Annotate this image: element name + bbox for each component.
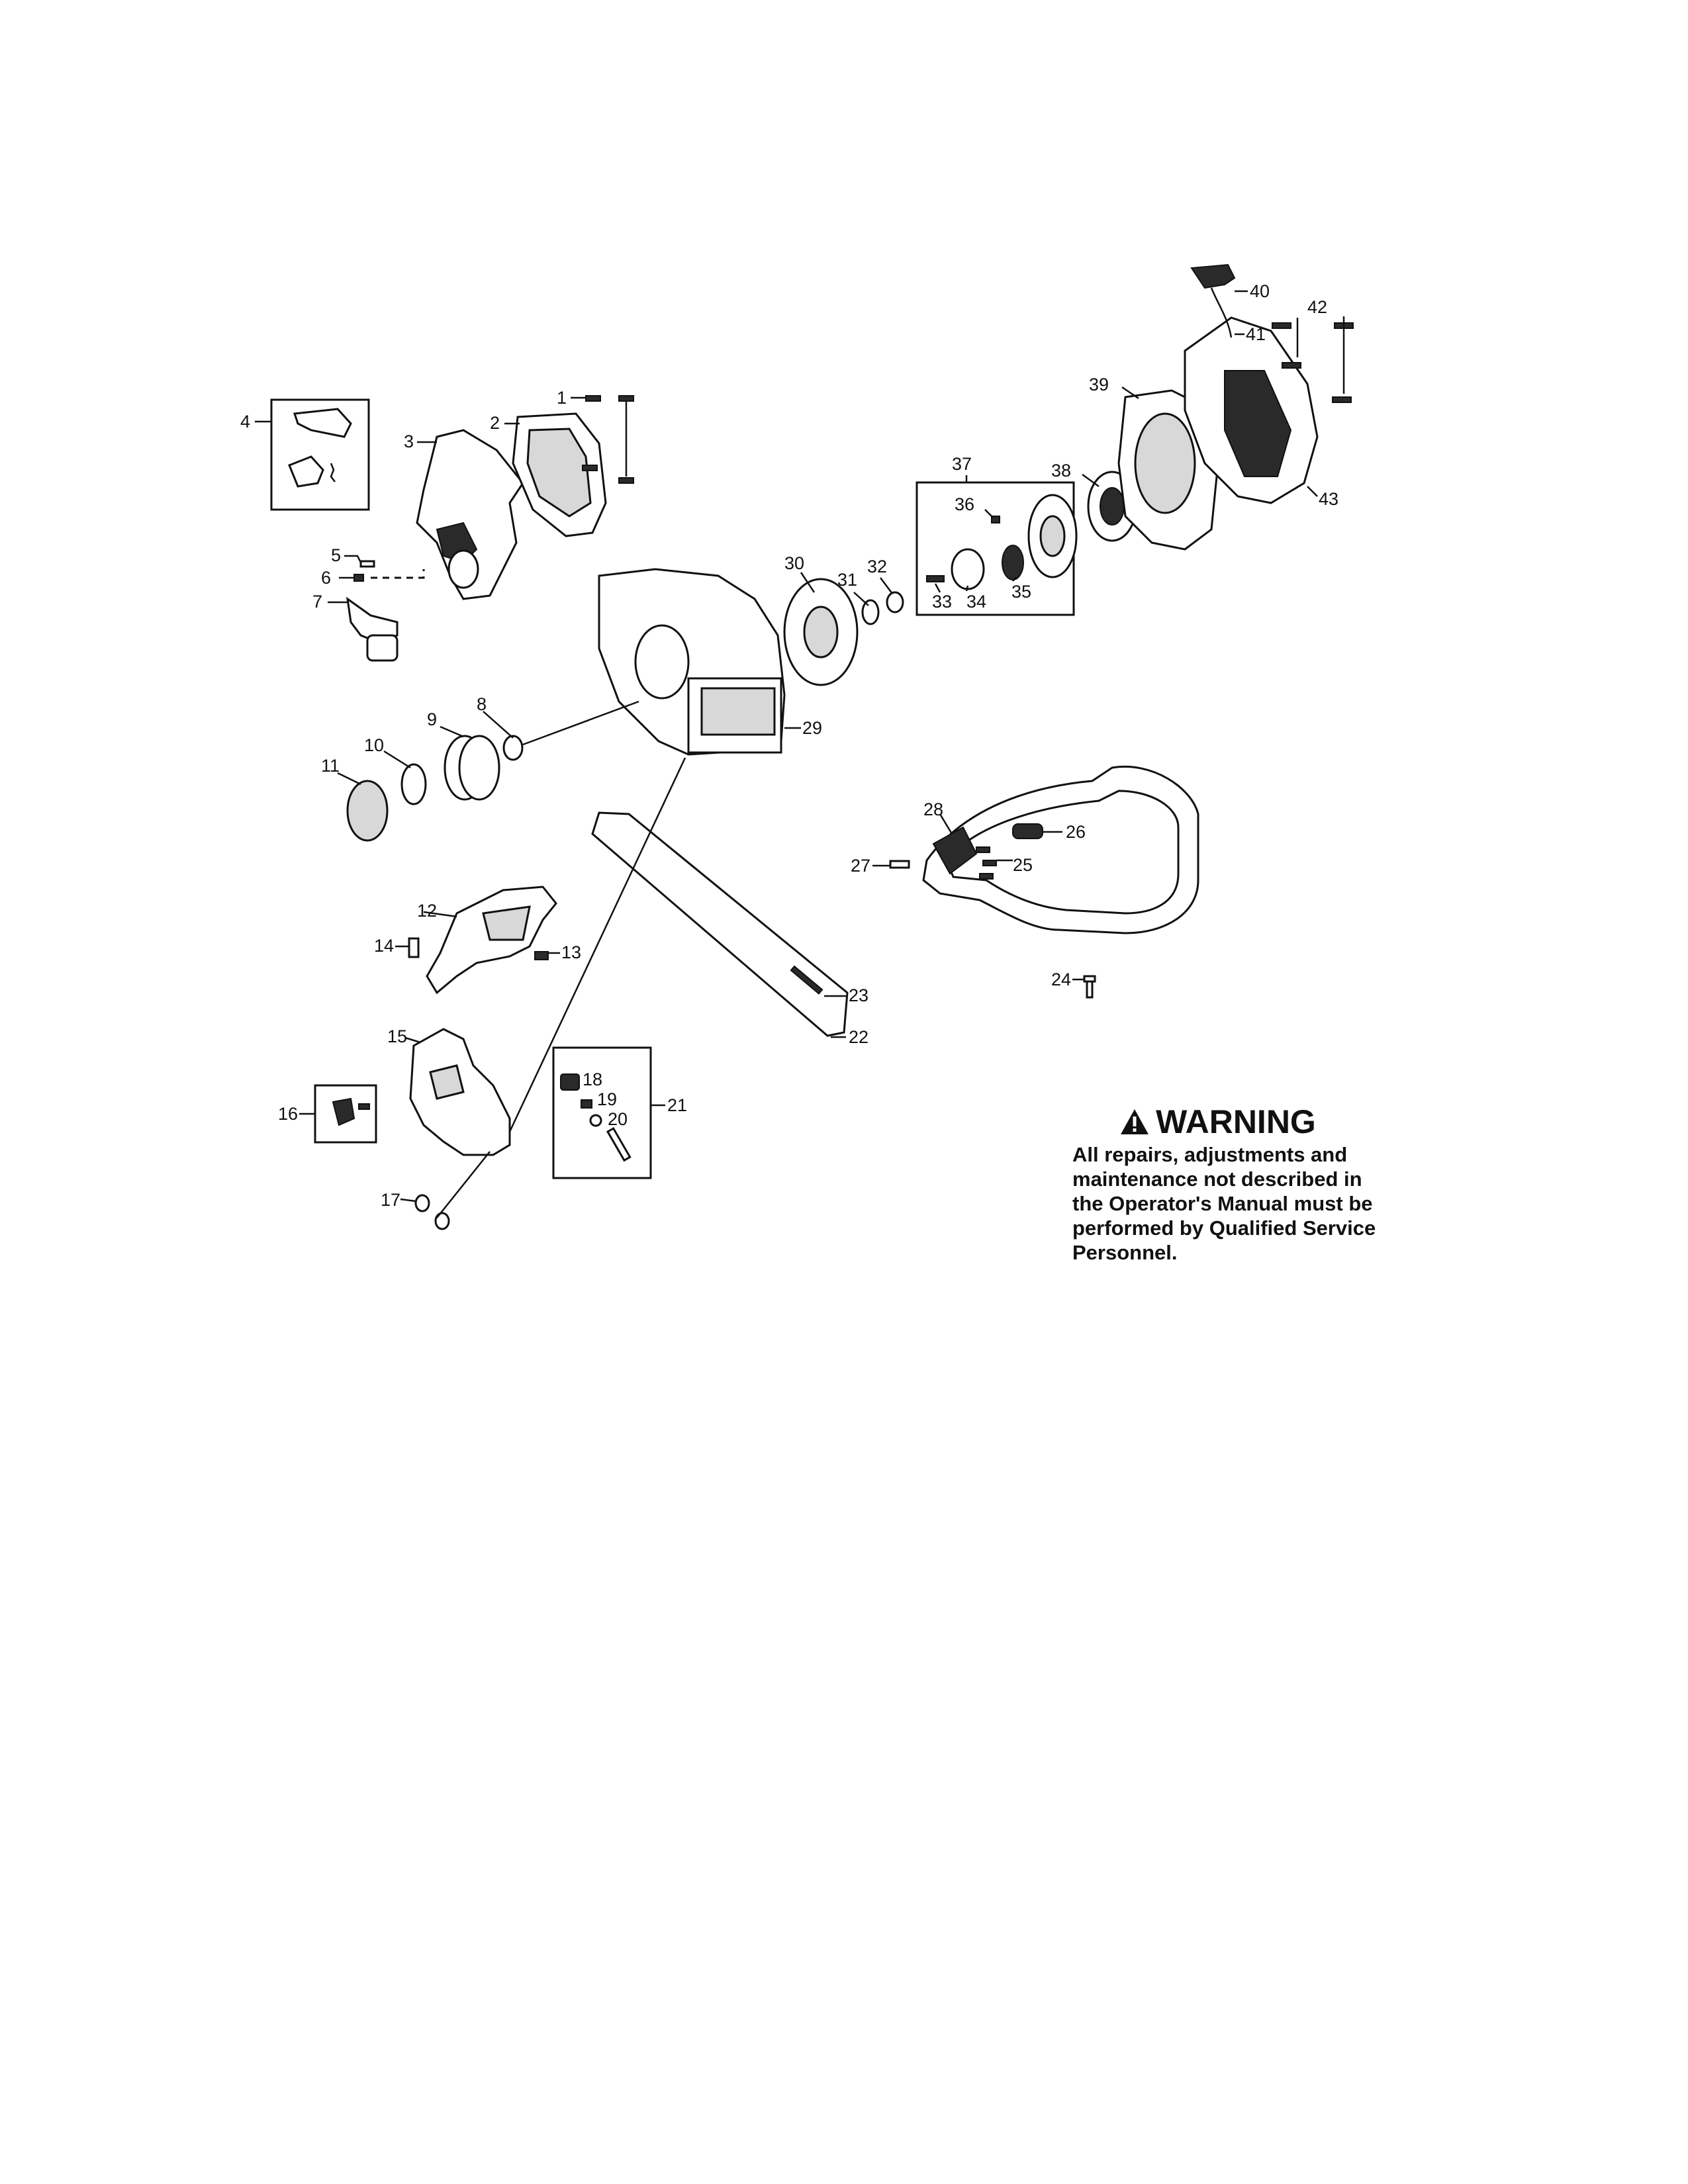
part-41-starter-rope (1210, 287, 1233, 338)
callout-33: 33 (932, 592, 952, 612)
callout-14: 14 (374, 936, 394, 956)
callout-21: 21 (667, 1095, 687, 1115)
callout-43: 43 (1319, 489, 1338, 509)
callout-36: 36 (955, 494, 974, 514)
part-19-pin (581, 1099, 592, 1109)
part-40-starter-grip (1190, 263, 1236, 289)
part-15-clutch-cover (409, 1028, 511, 1156)
part-16-latch (332, 1097, 370, 1126)
part-6-spring (353, 574, 364, 582)
kit-box-21 (552, 1046, 652, 1179)
callout-7: 7 (312, 592, 322, 612)
part-32-nut (886, 591, 904, 614)
part-5-pin (359, 560, 375, 568)
callout-41: 41 (1246, 324, 1266, 344)
callout-3: 3 (404, 432, 414, 451)
part-30-flywheel (783, 578, 859, 686)
part-42-screws (1272, 316, 1354, 403)
callout-31: 31 (837, 570, 857, 590)
part-33-screw (926, 575, 945, 582)
callout-20: 20 (608, 1109, 628, 1129)
part-31-washer (861, 599, 880, 625)
callout-13: 13 (561, 942, 581, 962)
callout-leaders (255, 290, 1318, 1203)
callout-38: 38 (1051, 461, 1071, 480)
callout-28: 28 (923, 799, 943, 819)
callout-40: 40 (1250, 281, 1270, 301)
callout-23: 23 (849, 985, 868, 1005)
callout-5: 5 (331, 545, 341, 565)
part-37-starter-reel (1027, 494, 1078, 578)
callout-22: 22 (849, 1027, 868, 1047)
part-36-screw (991, 516, 1000, 523)
part-3-rear-handle-housing (416, 429, 524, 600)
callout-39: 39 (1089, 375, 1109, 394)
callout-29: 29 (802, 718, 822, 738)
warning-text: All repairs, adjustments and maintenance… (1072, 1143, 1376, 1264)
part-9-clutch-drum (444, 735, 500, 801)
callout-37: 37 (952, 454, 972, 474)
part-7-throttle-trigger (346, 596, 399, 662)
part-35-spring (1002, 545, 1024, 580)
callout-numbers: 1 2 3 4 5 6 7 8 9 10 11 12 13 14 15 16 1… (240, 281, 1338, 1210)
callout-16: 16 (278, 1104, 298, 1124)
part-27-bolt (889, 860, 910, 869)
assembly-line-bar (508, 757, 686, 1132)
part-22-guide-bar (591, 811, 849, 1037)
part-14-pin (408, 937, 420, 958)
callout-30: 30 (784, 553, 804, 573)
warning-triangle-icon (1121, 1109, 1149, 1134)
part-25-screws (976, 846, 997, 880)
part-4-switch-kit (288, 408, 352, 488)
part-28-front-handle (922, 766, 1199, 934)
callout-15: 15 (387, 1026, 407, 1046)
assembly-line-nuts (436, 1151, 491, 1218)
callout-1: 1 (557, 388, 567, 408)
part-2-cover-plate (512, 412, 607, 537)
part-13-screw (534, 951, 549, 960)
part-12-hand-guard (426, 886, 557, 995)
part-21-screw (606, 1126, 632, 1162)
callout-24: 24 (1051, 970, 1071, 989)
callout-25: 25 (1013, 855, 1033, 875)
part-26-spring (1012, 823, 1043, 839)
callout-18: 18 (583, 1069, 602, 1089)
callout-34: 34 (966, 592, 986, 612)
warning-heading: WARNING (1072, 1105, 1364, 1138)
callout-11: 11 (321, 756, 340, 776)
callout-32: 32 (867, 557, 887, 576)
callout-17: 17 (381, 1190, 400, 1210)
callout-27: 27 (851, 856, 870, 876)
callout-12: 12 (417, 901, 437, 921)
callout-42: 42 (1307, 297, 1327, 317)
part-8-washer (502, 735, 524, 761)
assembly-line-clutch (522, 700, 639, 746)
callout-6: 6 (321, 568, 331, 588)
callout-19: 19 (597, 1089, 617, 1109)
part-20-washer (589, 1114, 602, 1127)
part-18-tensioner (560, 1073, 580, 1091)
callout-2: 2 (490, 413, 500, 433)
part-24-bolt (1083, 975, 1096, 999)
callout-9: 9 (427, 709, 437, 729)
callout-8: 8 (477, 694, 487, 714)
part-34-pulley (951, 548, 985, 590)
part-10-washer (400, 763, 427, 805)
dash-link-6 (371, 569, 425, 579)
part-17-nuts (414, 1194, 450, 1230)
warning-notice: WARNING All repairs, adjustments and mai… (1072, 1105, 1483, 1265)
kit-box-4 (270, 398, 370, 511)
callout-26: 26 (1066, 822, 1086, 842)
warning-title: WARNING (1156, 1103, 1316, 1140)
callout-10: 10 (364, 735, 384, 755)
callout-4: 4 (240, 412, 250, 432)
part-29-engine-housing (598, 568, 786, 756)
callout-35: 35 (1011, 582, 1031, 602)
part-11-clutch (346, 780, 389, 842)
